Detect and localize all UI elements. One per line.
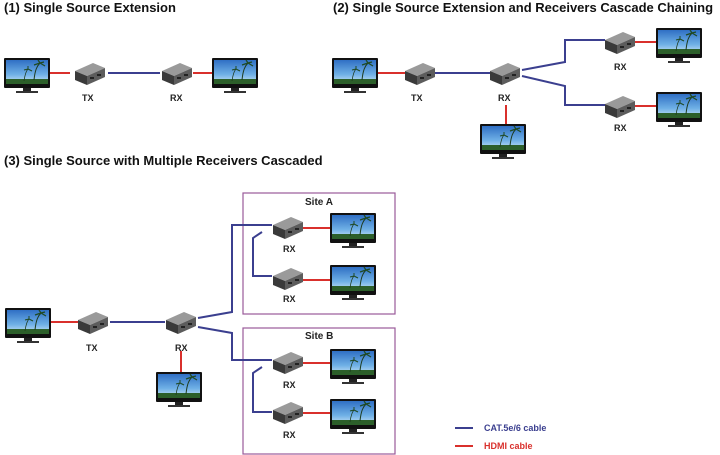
rx-extender-icon — [273, 268, 303, 290]
source-display-icon — [331, 57, 379, 94]
rx-extender-icon — [162, 63, 192, 85]
rx-extender-icon — [273, 352, 303, 374]
display-icon — [329, 264, 377, 301]
display-icon — [329, 212, 377, 249]
tx-extender-icon — [75, 63, 105, 85]
cat-cable-line — [252, 231, 272, 277]
rx-extender-icon — [605, 32, 635, 54]
rx-extender-icon — [166, 312, 196, 334]
rx-label: RX — [283, 430, 296, 440]
rx-label: RX — [175, 343, 188, 353]
display-icon — [655, 91, 703, 128]
rx-label: RX — [283, 380, 296, 390]
cat-cable-line — [521, 75, 605, 106]
rx-label: RX — [614, 62, 627, 72]
legend-cat-label: CAT.5e/6 cable — [484, 423, 546, 433]
cat-cable-line — [197, 224, 272, 319]
tx-label: TX — [411, 93, 423, 103]
section-1-title: (1) Single Source Extension — [4, 0, 176, 15]
display-icon — [329, 398, 377, 435]
rx-label: RX — [283, 244, 296, 254]
section-3-title: (3) Single Source with Multiple Receiver… — [4, 153, 323, 168]
tx-label: TX — [82, 93, 94, 103]
source-display-icon — [3, 57, 51, 94]
rx-extender-icon — [273, 402, 303, 424]
legend: CAT.5e/6 cable HDMI cable — [455, 423, 546, 451]
cat-cable-line — [197, 326, 272, 361]
rx-extender-icon — [273, 217, 303, 239]
rx-extender-icon — [490, 63, 520, 85]
rx-label: RX — [170, 93, 183, 103]
site-a-label: Site A — [305, 197, 333, 208]
display-icon — [155, 371, 203, 408]
legend-hdmi-label: HDMI cable — [484, 441, 533, 451]
display-icon — [211, 57, 259, 94]
site-a-box — [242, 192, 396, 315]
section-2-title: (2) Single Source Extension and Receiver… — [333, 0, 714, 15]
source-display-icon — [4, 307, 52, 344]
display-icon — [329, 348, 377, 385]
section-1-diagram: TX RX — [3, 57, 259, 103]
tx-extender-icon — [405, 63, 435, 85]
tx-extender-icon — [78, 312, 108, 334]
cat-cable-line — [252, 366, 272, 413]
display-icon — [479, 123, 527, 160]
rx-extender-icon — [605, 96, 635, 118]
rx-label: RX — [498, 93, 511, 103]
site-b-box — [242, 327, 396, 455]
cat-cable-line — [521, 39, 605, 71]
rx-label: RX — [614, 123, 627, 133]
rx-label: RX — [283, 294, 296, 304]
display-icon — [655, 27, 703, 64]
section-2-diagram: TX RX RX RX — [331, 27, 703, 160]
site-b-label: Site B — [305, 331, 333, 342]
section-3-diagram: Site A Site B TX RX RX RX RX RX — [4, 192, 396, 455]
tx-label: TX — [86, 343, 98, 353]
